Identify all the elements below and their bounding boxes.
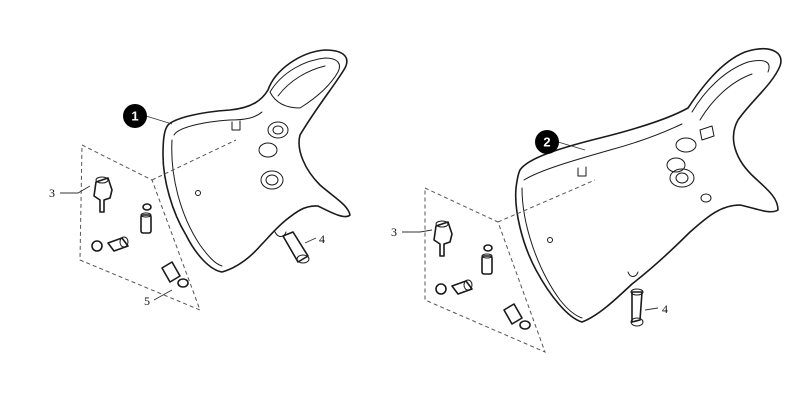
svg-text:2: 2 bbox=[543, 135, 550, 150]
callout-5-diagram-1: 5 bbox=[144, 289, 173, 308]
axis-line-2 bbox=[497, 179, 596, 223]
callout-4-diagram-1: 4 bbox=[304, 232, 325, 246]
screw-part-2 bbox=[503, 303, 531, 330]
exploded-box-2 bbox=[424, 187, 546, 353]
oring-part-2a bbox=[483, 244, 493, 252]
cap-part-2 bbox=[451, 279, 473, 295]
diagram-2: 2 3 4 bbox=[391, 48, 782, 353]
callout-4-diagram-2: 4 bbox=[644, 302, 668, 316]
valve-stem-part-1 bbox=[282, 231, 310, 264]
svg-text:4: 4 bbox=[319, 232, 325, 246]
callout-3-diagram-1: 3 bbox=[49, 185, 91, 200]
valve-housing-part-2 bbox=[433, 220, 453, 257]
svg-text:4: 4 bbox=[662, 302, 668, 316]
svg-text:3: 3 bbox=[391, 225, 397, 239]
callout-3-diagram-2: 3 bbox=[391, 225, 433, 239]
diagram-badge-1: 1 bbox=[123, 104, 173, 128]
valve-stem-part-2 bbox=[630, 288, 644, 327]
screw-part-1 bbox=[161, 261, 189, 288]
valve-part-2 bbox=[481, 253, 493, 275]
washer-part-1 bbox=[91, 240, 103, 252]
exploded-box-1 bbox=[79, 144, 201, 311]
washer-part-2 bbox=[435, 283, 447, 295]
valve-part-1 bbox=[140, 212, 152, 234]
cap-part-1 bbox=[107, 236, 129, 252]
cover-shell-1 bbox=[162, 49, 351, 273]
cover-shell-2 bbox=[514, 48, 782, 323]
valve-housing-part-1 bbox=[93, 176, 113, 213]
oring-part-1a bbox=[142, 203, 152, 211]
diagram-badge-2: 2 bbox=[535, 130, 586, 154]
diagram-1: 1 3 4 5 bbox=[49, 49, 351, 311]
svg-text:3: 3 bbox=[49, 186, 55, 200]
svg-text:1: 1 bbox=[131, 109, 138, 124]
svg-text:5: 5 bbox=[144, 294, 150, 308]
axis-line-1 bbox=[151, 139, 237, 181]
